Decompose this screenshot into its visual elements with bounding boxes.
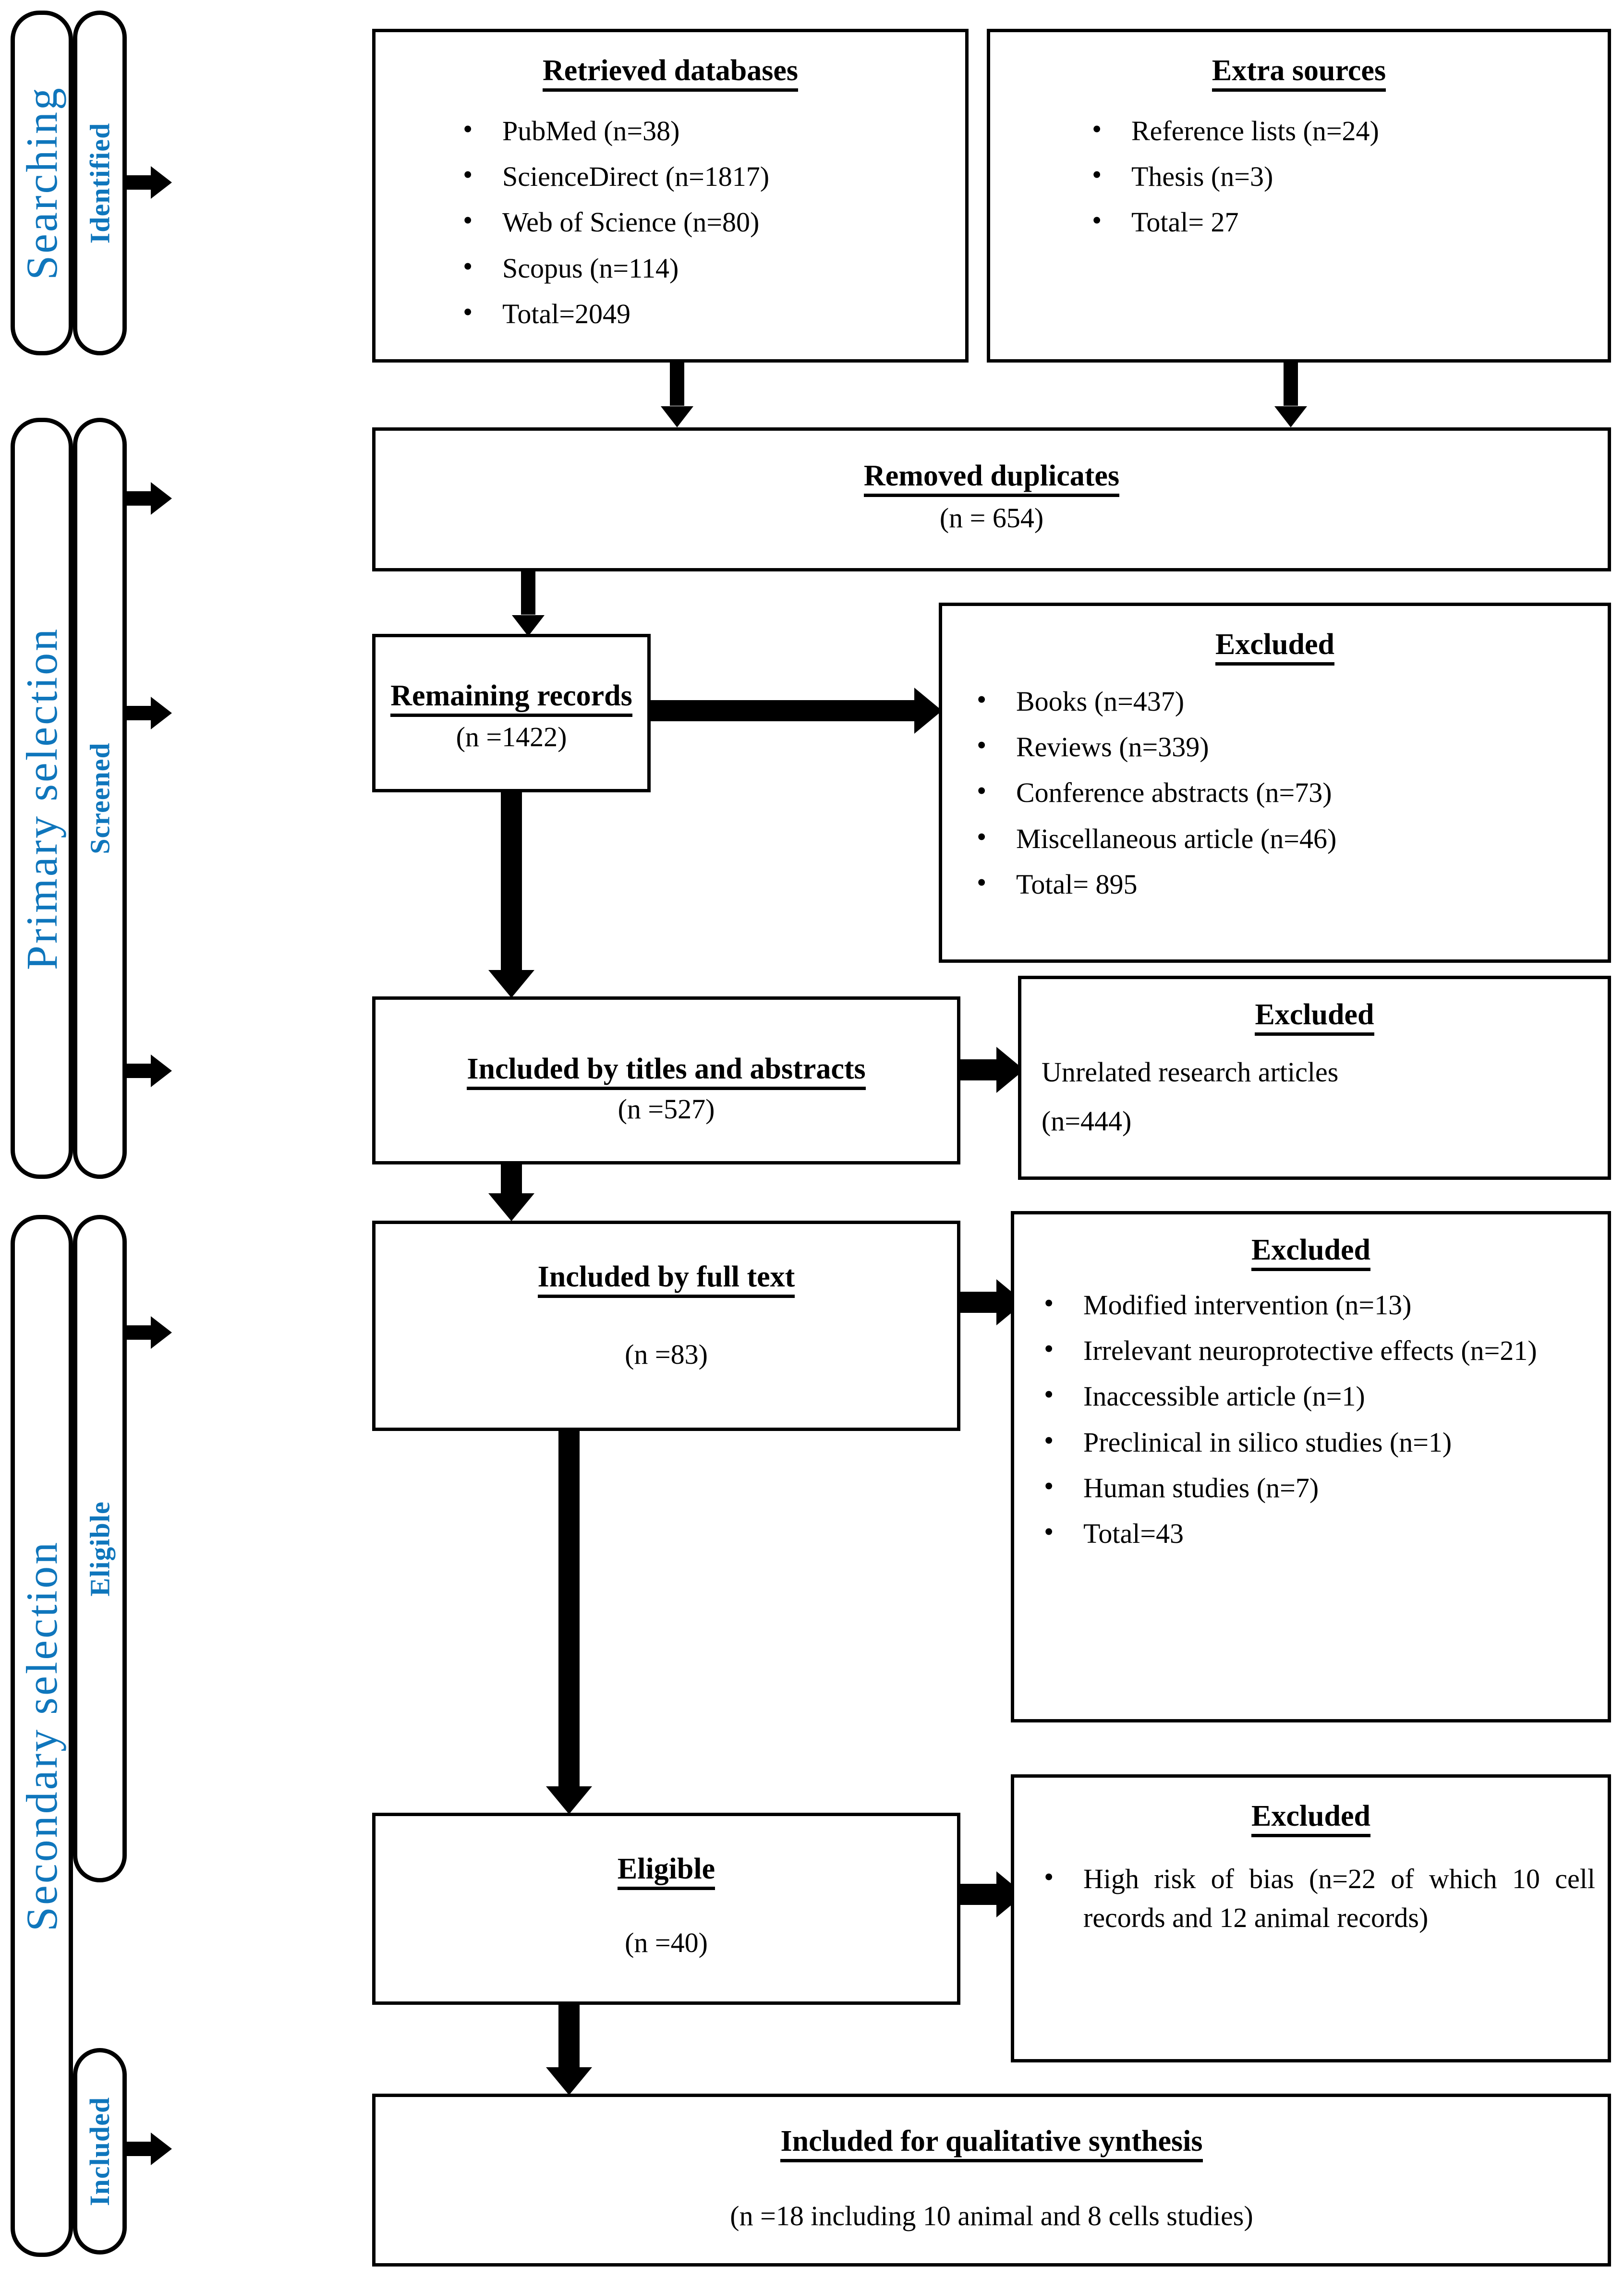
removed-duplicates-header: Removed duplicates — [376, 460, 1608, 497]
retrieved-databases-header: Retrieved databases — [376, 54, 965, 92]
list-item: Modified intervention (n=13) — [1033, 1284, 1596, 1324]
excluded-screening-header: Excluded — [942, 628, 1608, 666]
step-pill-included: Included — [73, 2048, 127, 2255]
box-excluded-titles-abstracts: Excluded Unrelated research articles (n=… — [1018, 976, 1611, 1180]
list-item: Reference lists (n=24) — [1081, 109, 1598, 150]
list-item: Scopus (n=114) — [452, 247, 956, 288]
excluded-bias-header: Excluded — [1014, 1800, 1608, 1837]
list-item: Irrelevant neuroprotective effects (n=21… — [1033, 1329, 1596, 1370]
phase-label-searching: Searching — [17, 86, 66, 280]
box-eligible: Eligible (n =40) — [372, 1813, 960, 2005]
list-item: High risk of bias (n=22 of which 10 cell… — [1033, 1857, 1595, 1937]
list-item: Inaccessible article (n=1) — [1033, 1375, 1596, 1416]
box-retrieved-databases: Retrieved databases PubMed (n=38) Scienc… — [372, 29, 969, 363]
included-full-text-header: Included by full text — [376, 1261, 957, 1298]
list-item: Reviews (n=339) — [966, 726, 1598, 766]
list-item: Preclinical in silico studies (n=1) — [1033, 1421, 1596, 1462]
step-label-included: Included — [84, 2097, 116, 2206]
list-item: ScienceDirect (n=1817) — [452, 155, 956, 196]
list-item: Total=2049 — [452, 292, 956, 333]
list-item: Miscellaneous article (n=46) — [966, 817, 1598, 858]
list-item: Total= 27 — [1081, 201, 1598, 242]
list-item: PubMed (n=38) — [452, 109, 956, 150]
list-item: Human studies (n=7) — [1033, 1467, 1596, 1507]
step-label-eligible: Eligible — [84, 1501, 116, 1597]
included-qualitative-header: Included for qualitative synthesis — [376, 2125, 1608, 2162]
list-item: Web of Science (n=80) — [452, 201, 956, 242]
step-pill-identified: Identified — [73, 11, 127, 355]
removed-duplicates-count: (n = 654) — [939, 502, 1044, 534]
box-included-titles-abstracts: Included by titles and abstracts (n =527… — [372, 996, 960, 1164]
box-extra-sources: Extra sources Reference lists (n=24) The… — [987, 29, 1611, 363]
list-item: Conference abstracts (n=73) — [966, 771, 1598, 812]
excluded-full-text-header: Excluded — [1014, 1234, 1608, 1271]
box-removed-duplicates: Removed duplicates (n = 654) — [372, 427, 1611, 571]
included-full-text-count: (n =83) — [625, 1339, 708, 1370]
box-excluded-full-text: Excluded Modified intervention (n=13) Ir… — [1011, 1211, 1611, 1722]
eligible-header: Eligible — [376, 1853, 957, 1890]
excluded-titles-abstracts-header: Excluded — [1021, 998, 1608, 1036]
remaining-records-count: (n =1422) — [456, 721, 567, 753]
box-excluded-screening: Excluded Books (n=437) Reviews (n=339) C… — [939, 603, 1611, 963]
list-item: Total=43 — [1033, 1512, 1596, 1553]
box-excluded-bias: Excluded High risk of bias (n=22 of whic… — [1011, 1774, 1611, 2062]
excluded-full-text-list: Modified intervention (n=13) Irrelevant … — [1033, 1284, 1596, 1553]
step-label-identified: Identified — [84, 122, 116, 243]
box-remaining-records: Remaining records (n =1422) — [372, 634, 651, 792]
box-included-full-text: Included by full text (n =83) — [372, 1221, 960, 1431]
included-qualitative-count: (n =18 including 10 animal and 8 cells s… — [730, 2200, 1253, 2232]
excluded-screening-list: Books (n=437) Reviews (n=339) Conference… — [966, 680, 1598, 904]
remaining-records-header: Remaining records — [376, 679, 647, 717]
step-pill-eligible: Eligible — [73, 1215, 127, 1882]
phase-pill-primary-selection: Primary selection — [11, 418, 73, 1179]
excluded-titles-abstracts-reason: Unrelated research articles — [1042, 1056, 1339, 1088]
included-titles-abstracts-header: Included by titles and abstracts — [376, 1053, 957, 1090]
extra-sources-list: Reference lists (n=24) Thesis (n=3) Tota… — [1081, 109, 1598, 242]
excluded-titles-abstracts-count: (n=444) — [1042, 1105, 1132, 1137]
included-titles-abstracts-count: (n =527) — [618, 1093, 715, 1125]
extra-sources-header: Extra sources — [990, 54, 1608, 92]
step-pill-screened: Screened — [73, 418, 127, 1179]
retrieved-databases-list: PubMed (n=38) ScienceDirect (n=1817) Web… — [452, 109, 956, 333]
list-item: Thesis (n=3) — [1081, 155, 1598, 196]
phase-label-secondary-selection: Secondary selection — [17, 1540, 67, 1932]
list-item: Total= 895 — [966, 863, 1598, 904]
eligible-count: (n =40) — [625, 1927, 708, 1959]
excluded-bias-list: High risk of bias (n=22 of which 10 cell… — [1033, 1857, 1595, 1937]
phase-pill-searching: Searching — [11, 11, 73, 355]
phase-label-primary-selection: Primary selection — [17, 627, 67, 970]
box-included-qualitative-synthesis: Included for qualitative synthesis (n =1… — [372, 2094, 1611, 2267]
phase-pill-secondary-selection: Secondary selection — [11, 1215, 73, 2257]
list-item: Books (n=437) — [966, 680, 1598, 721]
step-label-screened: Screened — [84, 742, 116, 854]
